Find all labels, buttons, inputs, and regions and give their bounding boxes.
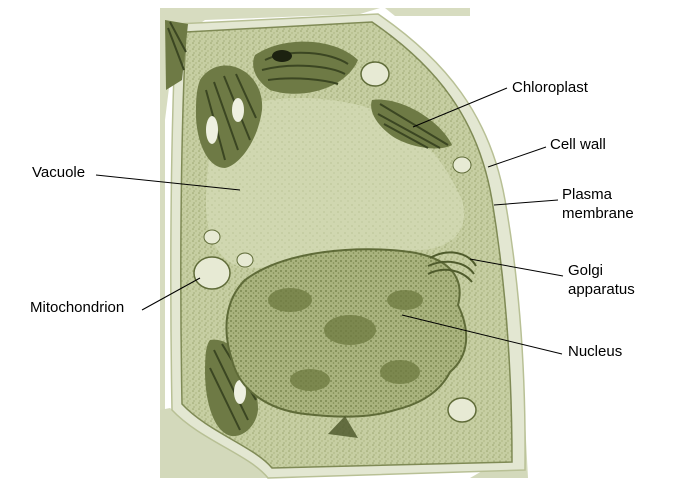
label-golgi-line1: Golgi	[568, 262, 603, 280]
leader-mitochondrion	[142, 278, 200, 310]
leader-chloroplast	[413, 88, 507, 127]
label-nucleus: Nucleus	[568, 343, 622, 361]
leader-cell-wall	[488, 147, 546, 167]
label-cell-wall: Cell wall	[550, 136, 606, 154]
label-chloroplast: Chloroplast	[512, 79, 588, 97]
label-mitochondrion: Mitochondrion	[30, 299, 124, 317]
label-golgi-line2: apparatus	[568, 281, 635, 299]
label-plasma-membrane-line1: Plasma	[562, 186, 612, 204]
label-plasma-membrane-line2: membrane	[562, 205, 634, 223]
leader-golgi	[470, 259, 563, 276]
leader-nucleus	[402, 315, 562, 354]
leader-vacuole	[96, 175, 240, 190]
leader-plasma-membrane	[494, 200, 558, 205]
label-vacuole: Vacuole	[32, 164, 85, 182]
